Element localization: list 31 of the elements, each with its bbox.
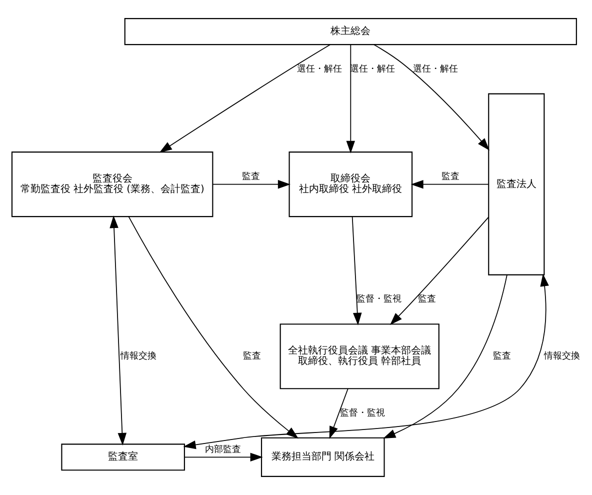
edge-label: 監査 [493, 352, 512, 362]
arrow [183, 274, 549, 450]
edge-label: 監査 [418, 294, 436, 305]
node-box: 監査法人 [488, 93, 545, 276]
arrow [373, 44, 490, 150]
arrow [159, 44, 330, 153]
arrow [329, 388, 348, 439]
edge-label: 内部監査 [204, 444, 241, 455]
edge-label: 監査 [441, 172, 460, 182]
arrow [390, 216, 489, 326]
arrow [383, 274, 508, 439]
arrow [352, 216, 362, 326]
edge-label: 選任・解任 [297, 64, 342, 74]
arrow [110, 216, 127, 446]
node-box: 業務担当部門 関係会社 [260, 437, 385, 477]
node-box: 取締役会 社内取締役 社外取締役 [288, 152, 413, 218]
node-box: 株主総会 [124, 18, 577, 46]
edge-label: 監督・監視 [340, 408, 386, 418]
arrow [410, 180, 489, 189]
edge-label: 選任・解任 [412, 64, 458, 74]
arrow [212, 180, 290, 189]
arrow [184, 452, 263, 462]
node-box: 監査室 [61, 444, 185, 471]
edge-label: 監査 [242, 172, 260, 182]
node-box: 監査役会 常勤監査役 社外監査役 (業務、会計監査) [11, 152, 214, 218]
edge-label: 情報交換 [120, 352, 156, 362]
node-box: 全社執行役員会議 事業本部会議 取締役、執行役員 幹部社員 [280, 324, 440, 390]
arrow [346, 44, 356, 154]
edge-label: 監査 [243, 352, 262, 362]
edge-label: 監督・監視 [356, 294, 402, 305]
edge-label: 情報交換 [544, 352, 580, 362]
